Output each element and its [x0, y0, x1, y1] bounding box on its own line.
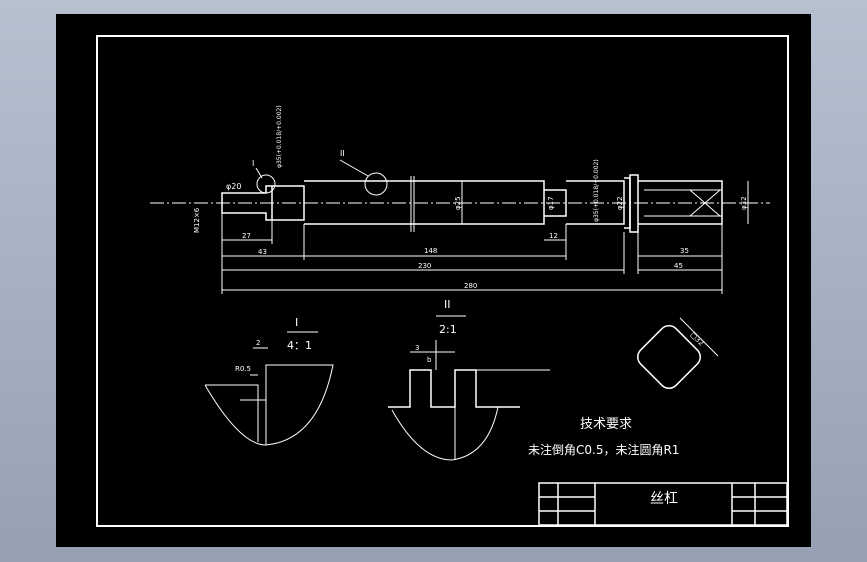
detail-2-marker: [364, 172, 388, 196]
drawing-border: [96, 35, 789, 527]
title-block: [538, 482, 788, 526]
detail-1-2: 2: [256, 339, 260, 347]
dim-43: 43: [258, 248, 267, 256]
dim-148: 148: [424, 247, 437, 255]
detail-2-texts: II 2:1 3 b: [415, 298, 457, 364]
drawing-area: [56, 14, 811, 547]
detail-1-texts: I 4：1 R0.5 2: [235, 316, 312, 373]
detail-1-view: [204, 331, 334, 446]
shaft-segment-step: [544, 189, 567, 217]
notes-line1: 未注倒角C0.5，未注圆角R1: [528, 442, 679, 457]
detail-2-3: 3: [415, 344, 419, 352]
shaft-segment-bearing: [566, 180, 625, 225]
detail-1-r: R0.5: [235, 365, 251, 373]
shaft-segment-main: [304, 180, 545, 225]
detail-1-label: I: [295, 316, 298, 329]
detail-2-label: II: [444, 298, 451, 311]
detail-1-callout: I: [252, 159, 254, 168]
shaft-segment-square: [638, 180, 723, 225]
dim-dia-32: φ32: [740, 196, 748, 210]
dim-dia-17: φ17: [547, 196, 555, 210]
dim-12: 12: [549, 232, 558, 240]
dim-27: 27: [242, 232, 251, 240]
dimension-texts: M12×6 27 43 148 230 280 12 35 45 φ35(+0.…: [193, 105, 748, 290]
dim-230: 230: [418, 262, 431, 270]
dim-45: 45: [674, 262, 683, 270]
label-d: φ20: [226, 182, 241, 191]
square-section: [637, 317, 719, 389]
title-block-name: 丝杠: [650, 491, 678, 507]
dim-dia-35b: φ35(+0.018/+0.002): [593, 159, 600, 222]
detail-1-scale: 4：1: [287, 339, 312, 352]
detail-2-scale: 2:1: [439, 323, 457, 336]
shaft-segment-journal: [272, 185, 305, 221]
dimension-lines: [221, 181, 749, 294]
flat-cross: [689, 189, 721, 217]
leader-line: [255, 167, 263, 179]
detail-1-marker: [256, 174, 276, 194]
detail-2-b: b: [427, 356, 432, 364]
dim-dia-22: φ22: [616, 196, 624, 210]
detail-2-view: [388, 315, 550, 461]
dim-dia-left: φ35(+0.018/+0.002): [276, 105, 283, 168]
detail-2-callout: II: [340, 149, 345, 158]
shaft-view: [150, 159, 770, 233]
dim-280: 280: [464, 282, 477, 290]
dim-m12: M12×6: [193, 207, 201, 233]
dim-dia-25: φ25: [454, 196, 462, 210]
leader-line: [339, 159, 369, 177]
dim-35: 35: [680, 247, 689, 255]
notes-heading: 技术要求: [580, 417, 632, 432]
